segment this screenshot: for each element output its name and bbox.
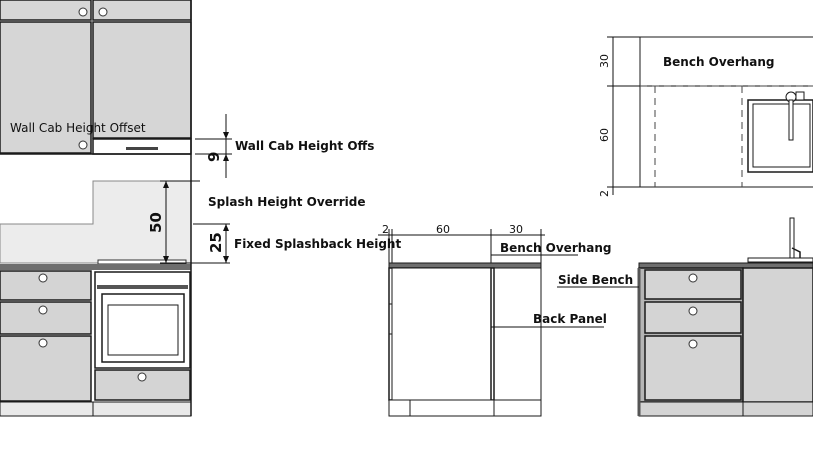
left-elevation: 9 50 25 Wall Cab Height Offset Wall Cab …	[0, 0, 401, 417]
label-wall-cab-offset: Wall Cab Height Offs	[235, 139, 374, 153]
knob-icon	[38, 273, 48, 283]
drawer	[0, 270, 92, 301]
plan-dim-depth: 60	[598, 128, 611, 142]
dim-offset-value: 9	[205, 152, 223, 162]
drawer	[0, 335, 92, 402]
knob-icon	[38, 338, 48, 348]
knob-icon	[38, 305, 48, 315]
plan-dim-gap: 2	[598, 190, 611, 197]
dim-splash-override-value: 50	[147, 212, 165, 233]
knob-icon	[688, 306, 698, 316]
section-dim-gap: 2	[382, 223, 389, 236]
knob-icon	[688, 339, 698, 349]
label-splash-override: Splash Height Override	[208, 195, 366, 209]
section-label-bench-overhang: Bench Overhang	[500, 241, 612, 255]
drawer	[644, 269, 742, 300]
plan-view: 30 60 2 Bench Overhang	[598, 36, 813, 197]
rangehood	[92, 138, 192, 155]
wall-cabinet-top-right	[92, 0, 192, 21]
knob-icon	[98, 7, 108, 17]
wall-cabinet-top-left	[0, 0, 92, 21]
rangehood-handle	[126, 147, 158, 150]
label-side-bench: Side Bench	[558, 273, 633, 287]
wall-cabinet-door-left	[0, 21, 92, 154]
plan-label-bench-overhang: Bench Overhang	[663, 55, 775, 69]
knob-icon	[78, 140, 88, 150]
knob-icon	[78, 7, 88, 17]
benchtop	[0, 264, 191, 270]
label-back-panel: Back Panel	[533, 312, 607, 326]
section-view: 2 60 30 Bench Overhang Back Panel	[378, 223, 612, 417]
label-fixed-splash: Fixed Splashback Height	[234, 237, 401, 251]
right-elevation: Side Bench	[557, 217, 813, 417]
dim-fixed-splash-value: 25	[207, 232, 225, 253]
section-dim-overhang: 30	[509, 223, 523, 236]
label-wall-cab-offset-overlay: Wall Cab Height Offset	[10, 121, 146, 135]
wall-cabinet-door-right	[92, 21, 192, 139]
knob-icon	[137, 372, 147, 382]
oven-handle	[97, 285, 188, 289]
knob-icon	[688, 273, 698, 283]
sink-cabinet	[742, 267, 813, 403]
section-dim-depth: 60	[436, 223, 450, 236]
plan-dim-overhang: 30	[598, 54, 611, 68]
